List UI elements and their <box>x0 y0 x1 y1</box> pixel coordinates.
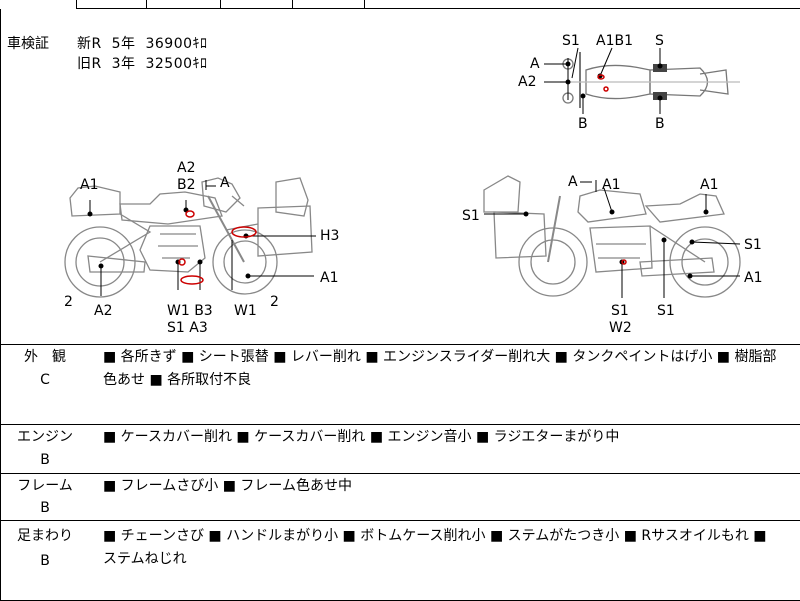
damage-mark <box>621 259 627 265</box>
section-title: フレーム <box>17 478 73 494</box>
headlight <box>201 177 241 213</box>
label-right-a: A <box>568 174 578 190</box>
top-cell <box>220 0 293 9</box>
label-left-a2-top: A2 <box>177 160 196 176</box>
front-wheel <box>518 227 588 297</box>
engine <box>139 225 206 273</box>
label-right-a1-b: A1 <box>700 177 719 193</box>
left-view-marks <box>178 210 257 285</box>
divider <box>0 344 800 345</box>
label-left-a: A <box>220 175 230 191</box>
fuel-tank <box>577 189 647 223</box>
top-view-marks <box>597 74 609 92</box>
label-left-a1-right: A1 <box>320 270 339 286</box>
damage-mark <box>231 226 257 238</box>
top-table-strip <box>0 0 800 10</box>
right-view-marks <box>621 259 627 265</box>
right-view-diagram <box>483 175 741 298</box>
saddlebag <box>257 205 313 257</box>
muffler <box>639 257 715 277</box>
label-left-a1: A1 <box>80 177 99 193</box>
right-view-leaders <box>484 180 741 298</box>
section-items: ■ フレームさび小 ■ フレーム色あせ中 <box>103 478 352 494</box>
cert-type: 旧R <box>77 56 102 72</box>
section-title: エンジン <box>17 429 73 445</box>
muffler <box>87 255 146 273</box>
label-top-a2: A2 <box>518 74 537 90</box>
section-title: 外 観 <box>24 349 66 365</box>
label-right-a1-right: A1 <box>744 270 763 286</box>
label-right-w2: W2 <box>609 320 632 336</box>
certificate-label: 車検証 <box>7 36 49 52</box>
windscreen <box>275 177 309 217</box>
label-right-a1-a: A1 <box>602 177 621 193</box>
tail-seat <box>644 193 725 223</box>
fork <box>547 195 561 263</box>
label-top-b-right: B <box>655 116 665 132</box>
section-grade: B <box>40 500 50 516</box>
cert-years: 3年 <box>111 56 136 72</box>
certificate-row-new: 新R 5年 36900ｷﾛ <box>77 33 208 53</box>
section-grade: B <box>40 553 50 569</box>
label-right-s1-bottom-b: S1 <box>657 303 675 319</box>
damage-mark <box>178 258 186 266</box>
damage-mark <box>603 86 609 92</box>
label-left-2-right: 2 <box>270 294 279 310</box>
label-left-a2-bottom: A2 <box>94 303 113 319</box>
certificate-row-old: 旧R 3年 32500ｷﾛ <box>77 53 208 73</box>
label-right-s1-bottom-a: S1 <box>611 303 629 319</box>
rear-wheel <box>669 226 741 298</box>
label-left-2-left: 2 <box>64 294 73 310</box>
label-top-b-left: B <box>578 116 588 132</box>
section-grade: C <box>40 372 50 388</box>
top-cell <box>146 0 221 9</box>
rear-wheel <box>64 226 136 298</box>
saddlebag <box>493 211 547 259</box>
label-top-s1: S1 <box>562 33 580 49</box>
damage-mark <box>597 74 605 80</box>
motorcycle-diagrams <box>64 47 741 298</box>
tail-seat <box>69 185 121 217</box>
cert-price: 32500 <box>145 56 193 72</box>
section-items: ■ 各所きず ■ シート張替 ■ レバー削れ ■ エンジンスライダー削れ大 ■ … <box>103 349 777 388</box>
section-title: 足まわり <box>17 528 73 544</box>
label-left-b2: B2 <box>177 177 196 193</box>
cert-unit: ｷﾛ <box>192 36 208 52</box>
label-left-s1a3: S1 A3 <box>167 320 208 336</box>
top-view-leaders <box>544 47 663 114</box>
top-view-diagram <box>560 52 740 108</box>
damage-mark <box>180 275 204 285</box>
label-left-w1b3: W1 B3 <box>167 303 213 319</box>
cert-years: 5年 <box>111 36 136 52</box>
top-cell <box>292 0 365 9</box>
seat-top <box>649 67 709 97</box>
section-items: ■ ケースカバー削れ ■ ケースカバー削れ ■ エンジン音小 ■ ラジエターまが… <box>103 429 620 445</box>
swingarm <box>99 213 152 263</box>
fuel-tank <box>119 191 223 225</box>
windscreen <box>483 175 521 213</box>
label-left-h3: H3 <box>320 228 340 244</box>
damage-mark <box>185 210 195 218</box>
cert-price: 36900 <box>145 36 193 52</box>
label-right-s1-right: S1 <box>744 237 762 253</box>
front-wheel <box>212 229 278 295</box>
engine <box>589 225 653 273</box>
section-grade: B <box>40 452 50 468</box>
label-top-a: A <box>530 56 540 72</box>
label-right-s1-left: S1 <box>462 208 480 224</box>
section-items: ■ チェーンさび ■ ハンドルまがり小 ■ ボトムケース削れ小 ■ ステムがたつ… <box>103 528 767 567</box>
divider <box>0 424 800 425</box>
label-top-a1b1: A1B1 <box>596 33 633 49</box>
left-view-diagram <box>64 177 313 298</box>
label-left-w1: W1 <box>234 303 257 319</box>
label-top-s: S <box>655 33 664 49</box>
top-cell <box>364 0 800 9</box>
cert-unit: ｷﾛ <box>192 56 208 72</box>
divider <box>0 520 800 521</box>
cert-type: 新R <box>77 36 102 52</box>
top-cell <box>76 0 147 9</box>
fork <box>207 195 245 263</box>
divider <box>0 473 800 474</box>
